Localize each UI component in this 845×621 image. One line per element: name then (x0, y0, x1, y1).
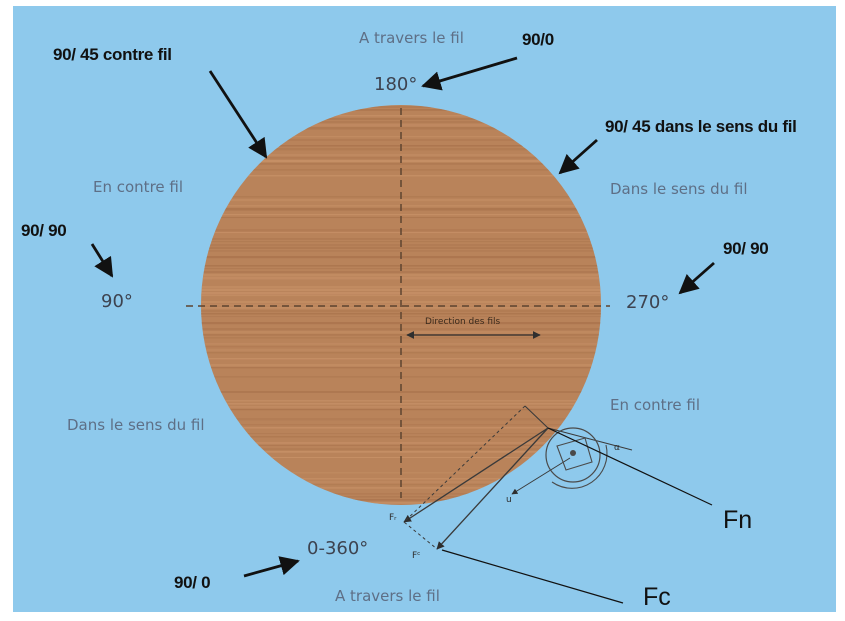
degree-label-top: 180° (374, 74, 418, 95)
tool-center (570, 450, 576, 456)
vector-label-u: u (506, 495, 512, 505)
fc-leader-line (441, 549, 624, 604)
fc-vector (436, 427, 549, 550)
wood-grain-line (201, 499, 601, 501)
wood-grain-line (201, 403, 601, 405)
wood-grain-line (201, 286, 601, 289)
arrow-bottom (243, 556, 300, 578)
cut-direction-line (547, 427, 633, 451)
wood-grain-line (201, 367, 601, 369)
force-label-fn: Fn (723, 506, 753, 534)
force-construction (403, 405, 633, 550)
wood-grain-line (201, 214, 601, 216)
angle-label-left: 90/ 90 (21, 221, 67, 240)
arrow-upper-right (558, 138, 598, 175)
wood-grain-line (201, 139, 601, 141)
angle-label-right: 90/ 90 (723, 239, 769, 258)
tool-circle (545, 427, 601, 483)
wood-grain-line (201, 391, 601, 393)
wood-grain-line (201, 199, 601, 202)
wood-grain-line (201, 343, 601, 345)
force-parallelogram (403, 405, 526, 550)
arrow-upper-left (208, 70, 268, 159)
vector-label-fc-small: Fᶜ (412, 551, 421, 561)
angle-label-bottom: 90/ 0 (174, 573, 211, 592)
degree-label-bottom: 0-360° (307, 538, 369, 559)
wood-grain-line (201, 322, 601, 325)
wood-grain-line (201, 427, 601, 429)
fr-vector (403, 427, 549, 523)
wood-grain-line (201, 295, 601, 297)
angle-label-upper-left: 90/ 45 contre fil (53, 45, 172, 64)
wood-grain-line (201, 346, 601, 348)
wood-grain-line (201, 487, 601, 489)
wood-grain-line (201, 250, 601, 252)
u-vector (511, 457, 571, 495)
zone-label-lower-right: En contre fil (610, 396, 701, 414)
wood-grain-line (201, 502, 601, 504)
wood-grain-line (201, 271, 601, 273)
wood-grain-line (201, 274, 601, 277)
zone-label-top: A travers le fil (359, 29, 464, 47)
wood-grain-line (201, 118, 601, 120)
zone-label-lower-left: Dans le sens du fil (67, 416, 205, 434)
wood-grain-line (201, 307, 601, 309)
vector-label-alpha: α (614, 443, 620, 453)
wood-grain-line (201, 358, 601, 360)
wood-grain-line (201, 478, 601, 480)
wood-grain-line (201, 451, 601, 453)
wood-grain-line (201, 331, 601, 334)
fn-leader-line (547, 427, 713, 506)
wood-grain-line (201, 115, 601, 117)
zone-label-upper-left: En contre fil (93, 178, 184, 196)
arrow-top (421, 56, 518, 91)
wood-grain-line (201, 334, 601, 336)
wood-grain-line (201, 238, 601, 240)
wood-grain-line (201, 175, 601, 177)
grain-direction-label: Direction des fils (425, 317, 501, 327)
arrow-left (90, 243, 114, 278)
fn-component (524, 405, 549, 429)
arrow-right (678, 261, 715, 295)
wood-grain-line (201, 163, 601, 165)
wood-grain-line (201, 442, 601, 444)
wood-grain-line (201, 106, 601, 108)
angle-label-top: 90/0 (522, 30, 554, 49)
angle-label-upper-right: 90/ 45 dans le sens du fil (605, 117, 797, 136)
zone-label-upper-right: Dans le sens du fil (610, 180, 748, 198)
wood-grain-line (201, 247, 601, 249)
vector-label-fr: Fᵣ (389, 513, 397, 523)
wood-grain-line (201, 310, 601, 313)
wood-grain-line (201, 418, 601, 421)
wood-grain-line (201, 154, 601, 157)
degree-label-left: 90° (101, 291, 133, 312)
wood-grain-line (201, 127, 601, 130)
degree-label-right: 270° (626, 292, 670, 313)
wood-grain-line (201, 406, 601, 408)
force-label-fc: Fc (643, 583, 671, 611)
zone-label-bottom: A travers le fil (335, 587, 440, 605)
